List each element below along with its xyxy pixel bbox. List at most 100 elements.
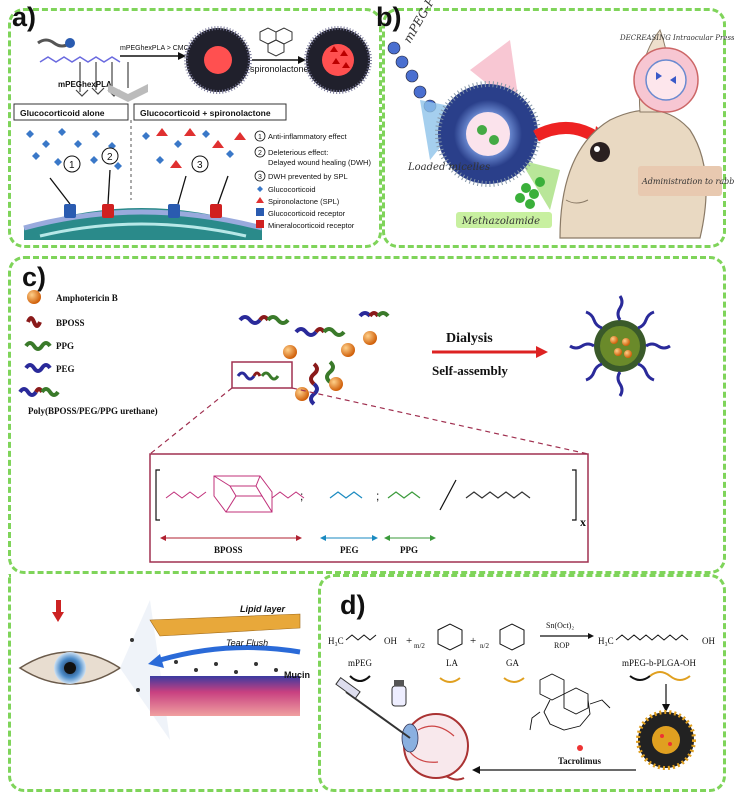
ga-ring [499,623,525,651]
arrow-label-a: mPEGhexPLA > CMC [120,45,189,52]
legend-c-bposs: BPOSS [56,318,85,328]
lipid-layer-label: Lipid layer [240,604,286,614]
mineralocorticoid-receptor-2 [210,204,222,218]
process-dialysis: Dialysis [446,331,493,346]
polymer-chains-c [238,311,390,406]
admin-label: Administration to rabbit eye [641,177,734,186]
legend-a-5: Spironolactone (SPL) [268,197,340,206]
product-micelle [636,710,696,770]
polymer-structure-a [37,38,129,97]
glucocorticoid-receptor-1 [64,204,76,218]
mucin-label: Mucin [284,670,310,680]
polymer-label-b: mPEG-PCL [400,0,446,46]
legend-a-4: Glucocorticoid [268,185,316,194]
marker-1: 1 [69,160,75,171]
reagent-la: LA [446,658,458,668]
svg-text:+: + [406,635,412,647]
loaded-label-b: Loaded micelles [407,162,490,173]
svg-text:OH: OH [384,636,397,646]
panel-b-label: b) [376,2,402,32]
svg-text:1: 1 [258,134,262,141]
svg-text:;: ; [300,489,303,503]
box-glucocorticoid-alone [13,103,129,121]
polymer-label-a: mPEGhexPLA [58,80,112,89]
mineralocorticoid-receptor-1 [102,204,114,218]
svg-text:+: + [470,635,476,647]
box-left-text: Glucocorticoid alone [20,108,105,118]
panel-c-label: c) [22,262,47,292]
methazolamide-molecule [515,177,545,209]
coef-m: m/2 [414,642,425,650]
segment-ppg: PPG [400,545,418,555]
peg-structure [329,491,363,499]
panel-d: H₃C OH mPEG + m/2 LA + n/2 GA Sn(Oct)₂ R… [328,621,715,781]
segment-bposs: BPOSS [214,545,243,555]
arrowhead [178,52,186,60]
svg-text:OH: OH [702,636,715,646]
reagent-ga: GA [506,658,519,668]
ppg-structure [387,491,421,499]
svg-text:H₃C: H₃C [598,636,614,646]
drug-label-d: Tacrolimus [558,756,602,766]
marker-3: 3 [197,160,203,171]
legend-a: 1 Anti-inflammatory effect 2 Deleterious… [254,130,371,230]
box-right-text: Glucocorticoid + spironolactone [140,108,271,118]
glucocorticoid-receptor-2 [168,204,180,218]
marker-2: 2 [107,152,113,163]
repeat-subscript: x [580,515,586,529]
legend-a-7: Mineralocorticoid receptor [268,221,355,230]
panel-c: Amphotericin B BPOSS PPG PEG Poly(BPOSS/… [18,290,671,740]
eye-injection-illustration [335,677,469,781]
legend-a-2: Deleterious effect: [268,148,328,157]
legend-c-amphotericin: Amphotericin B [56,293,118,303]
box-glucocorticoid-spironolactone [133,103,287,121]
coef-n: n/2 [480,642,489,650]
highlight-box [231,361,293,389]
product-structure [615,634,689,641]
panel-a-frame [8,8,382,248]
eye-application-illustration [18,600,301,740]
drug-label-a: spironolactone [250,64,309,74]
panel-d-label: d) [340,590,366,620]
assembled-micelle [569,295,671,397]
svg-text:;: ; [376,489,379,503]
panel-d-frame [318,574,726,792]
panel-b-frame [382,8,726,248]
urethane-structure [465,491,531,499]
segment-peg: PEG [340,545,359,555]
bposs-icon [26,316,42,328]
product-label: mPEG-b-PLGA-OH [622,658,696,668]
tear-flush-label: Tear Flush [226,638,268,648]
process-self-assembly: Self-assembly [432,363,508,378]
mpeg-formula: H₃C [328,636,344,646]
condition-rop: ROP [554,641,570,650]
svg-text:2: 2 [258,150,262,157]
amphotericin-icon [27,290,41,304]
panel-c-frame [8,256,726,574]
condition-catalyst: Sn(Oct)₂ [546,621,574,630]
panel-a-label: a) [12,2,37,32]
polymer-chain-b [387,41,437,113]
legend-c-peg: PEG [56,364,75,374]
reagent-mpeg: mPEG [348,658,373,668]
svg-text:3: 3 [258,174,262,181]
legend-a-2b: Delayed wound healing (DWH) [268,158,371,167]
legend-c-ppg: PPG [56,341,74,351]
panel-c-bottom-frame [8,574,318,792]
pressure-label: DECREASING Intraocular Pressure [619,34,734,42]
spironolactone-molecules [156,128,246,168]
legend-a-6: Glucocorticoid receptor [268,209,346,218]
legend-a-3: DWH prevented by SPL [268,172,348,181]
spironolactone-structure [259,27,293,57]
ppg-icon [24,341,52,351]
chevron-down-icon [108,84,148,102]
legend-c-poly: Poly(BPOSS/PEG/PPG urethane) [28,406,158,416]
tacrolimus-structure [529,673,611,731]
peg-icon [24,363,52,373]
panel-b: mPEG-PCL Loaded micelles Methazolamide [387,0,734,239]
legend-a-1: Anti-inflammatory effect [268,132,348,141]
bposs-cage-structure [165,475,305,513]
la-ring [437,623,463,651]
drug-label-b: Methazolamide [461,216,540,227]
